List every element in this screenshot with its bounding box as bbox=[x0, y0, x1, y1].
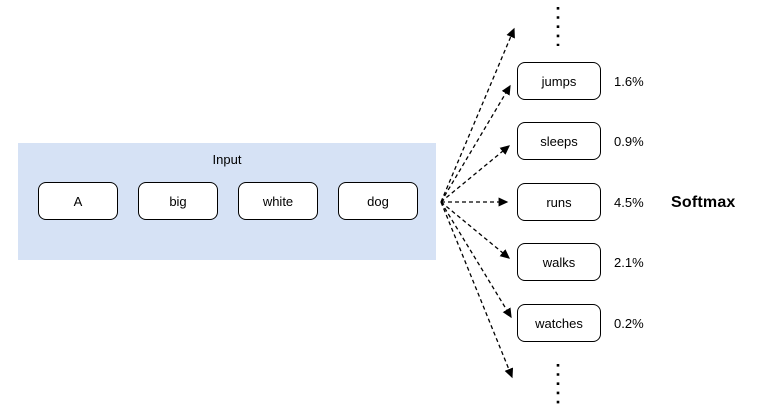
softmax-label: Softmax bbox=[671, 194, 736, 211]
prediction-box-watches: watches bbox=[517, 304, 601, 342]
input-panel: Input A big white dog bbox=[18, 143, 436, 260]
probability-walks: 2.1% bbox=[614, 254, 644, 270]
probability-runs: 4.5% bbox=[614, 194, 644, 210]
probability-sleeps: 0.9% bbox=[614, 133, 644, 149]
prediction-box-sleeps: sleeps bbox=[517, 122, 601, 160]
arrow-to-walks bbox=[440, 201, 511, 259]
arrow-to-bottom-ellipsis bbox=[440, 201, 514, 379]
input-token-a: A bbox=[38, 182, 118, 220]
arrow-to-sleeps bbox=[440, 145, 511, 203]
prediction-box-runs: runs bbox=[517, 183, 601, 221]
probability-watches: 0.2% bbox=[614, 315, 644, 331]
input-token-white: white bbox=[238, 182, 318, 220]
probability-jumps: 1.6% bbox=[614, 73, 644, 89]
prediction-box-jumps: jumps bbox=[517, 62, 601, 100]
arrow-to-top-ellipsis bbox=[440, 27, 515, 203]
input-token-dog: dog bbox=[338, 182, 418, 220]
arrow-to-jumps bbox=[440, 84, 511, 203]
input-panel-title: Input bbox=[212, 152, 242, 167]
arrow-to-watches bbox=[440, 201, 512, 319]
prediction-box-walks: walks bbox=[517, 243, 601, 281]
input-token-big: big bbox=[138, 182, 218, 220]
